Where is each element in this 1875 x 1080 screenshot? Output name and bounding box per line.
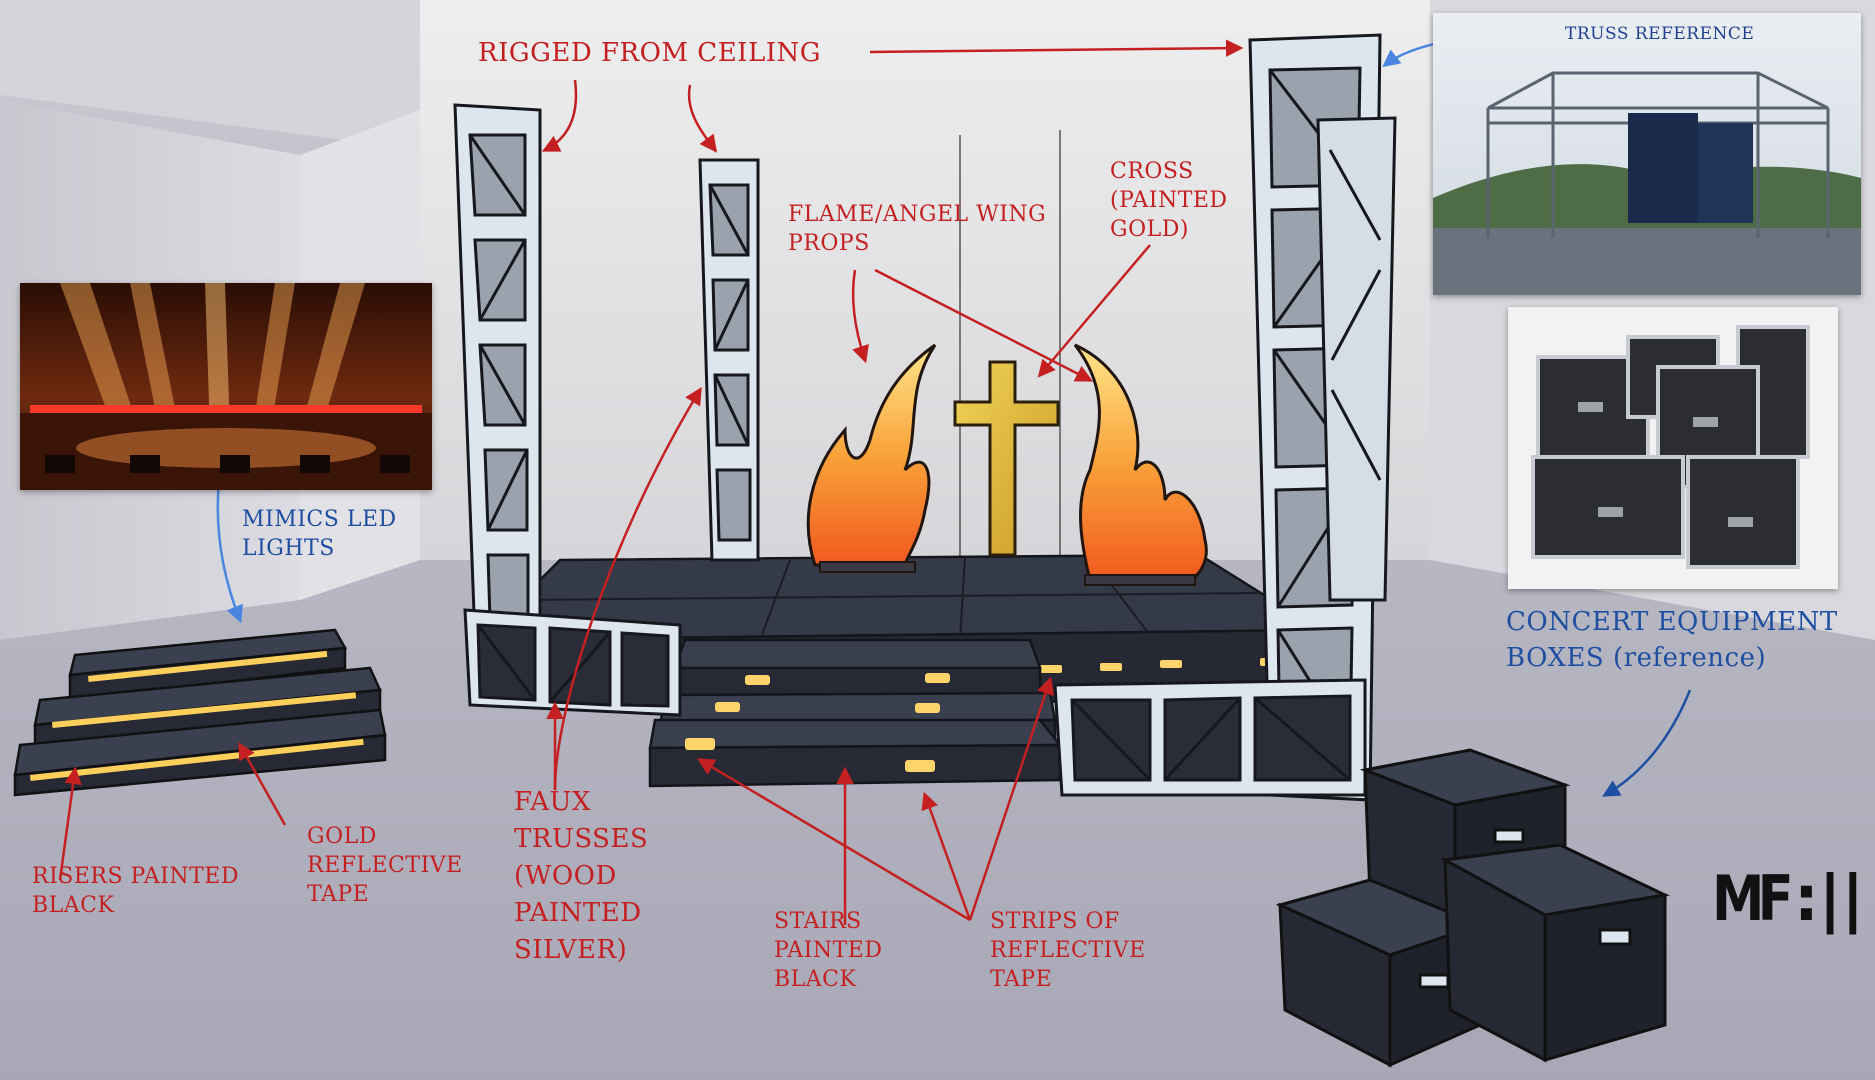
label-line: STRIPS OF xyxy=(990,909,1120,934)
label-gold-tape: GOLD REFLECTIVE TAPE xyxy=(307,822,463,909)
label-mimics-led-lights: MIMICS LED LIGHTS xyxy=(242,505,397,563)
label-line: PROPS xyxy=(788,231,870,256)
truss-reference-photo xyxy=(1433,13,1861,295)
truss-right-base xyxy=(1053,678,1367,797)
truss-left-tall xyxy=(453,103,542,642)
ceiling-left xyxy=(0,0,420,150)
truss-reference-caption: TRUSS REFERENCE xyxy=(1565,24,1755,44)
label-cross: CROSS (PAINTED GOLD) xyxy=(1110,157,1228,244)
label-line: GOLD xyxy=(307,824,377,849)
label-line: BLACK xyxy=(32,893,115,918)
label-line: LIGHTS xyxy=(242,536,335,561)
label-line: PAINTED xyxy=(514,898,642,928)
label-line: GOLD) xyxy=(1110,217,1189,242)
label-faux-trusses: FAUX TRUSSES (WOOD PAINTED SILVER) xyxy=(514,784,648,969)
cross-prop xyxy=(953,360,1060,557)
label-line: FAUX xyxy=(514,787,591,817)
label-line: TAPE xyxy=(307,882,370,907)
label-line: SILVER) xyxy=(514,935,628,965)
stairs xyxy=(648,638,1063,788)
logo-letters: MF xyxy=(1712,862,1794,935)
flame-prop-right xyxy=(1073,343,1208,586)
concert-lights-reference-photo xyxy=(20,283,432,490)
flame-prop-left xyxy=(806,343,937,573)
label-equipment-boxes: CONCERT EQUIPMENT BOXES (reference) xyxy=(1506,604,1838,676)
label-line: REFLECTIVE xyxy=(307,853,463,878)
label-line: CROSS xyxy=(1110,159,1194,184)
brand-logo: MF :|| xyxy=(1712,862,1864,952)
label-strips-tape: STRIPS OF REFLECTIVE TAPE xyxy=(990,907,1146,994)
label-line: BLACK xyxy=(774,967,857,992)
label-risers: RISERS PAINTED BLACK xyxy=(32,862,239,920)
label-line: TAPE xyxy=(990,967,1053,992)
label-rigged-from-ceiling: RIGGED FROM CEILING xyxy=(478,38,821,68)
truss-left-base xyxy=(463,608,682,717)
label-line: BOXES (reference) xyxy=(1506,643,1767,673)
back-wall xyxy=(420,0,1430,560)
label-line: (WOOD xyxy=(514,861,617,891)
label-line: RISERS PAINTED xyxy=(32,864,239,889)
label-stairs: STAIRS PAINTED BLACK xyxy=(774,907,882,994)
label-line: PAINTED xyxy=(774,938,883,963)
label-line: TRUSSES xyxy=(514,824,649,854)
annotation-arrows xyxy=(58,34,1692,925)
label-line: FLAME/ANGEL WING xyxy=(788,202,1047,227)
label-line: (PAINTED xyxy=(1110,188,1228,213)
label-flame-props: FLAME/ANGEL WING PROPS xyxy=(788,200,1046,258)
label-line: CONCERT EQUIPMENT xyxy=(1506,607,1838,637)
equipment-boxes-reference-photo xyxy=(1508,307,1838,589)
truss-right-back xyxy=(1316,116,1397,602)
risers xyxy=(13,628,387,797)
equipment-boxes-sketch xyxy=(1275,748,1670,1068)
truss-center-left xyxy=(698,158,760,562)
label-line: REFLECTIVE xyxy=(990,938,1146,963)
logo-mark: :|| xyxy=(1794,862,1865,935)
label-line: MIMICS LED xyxy=(242,507,397,532)
label-line: STAIRS xyxy=(774,909,862,934)
